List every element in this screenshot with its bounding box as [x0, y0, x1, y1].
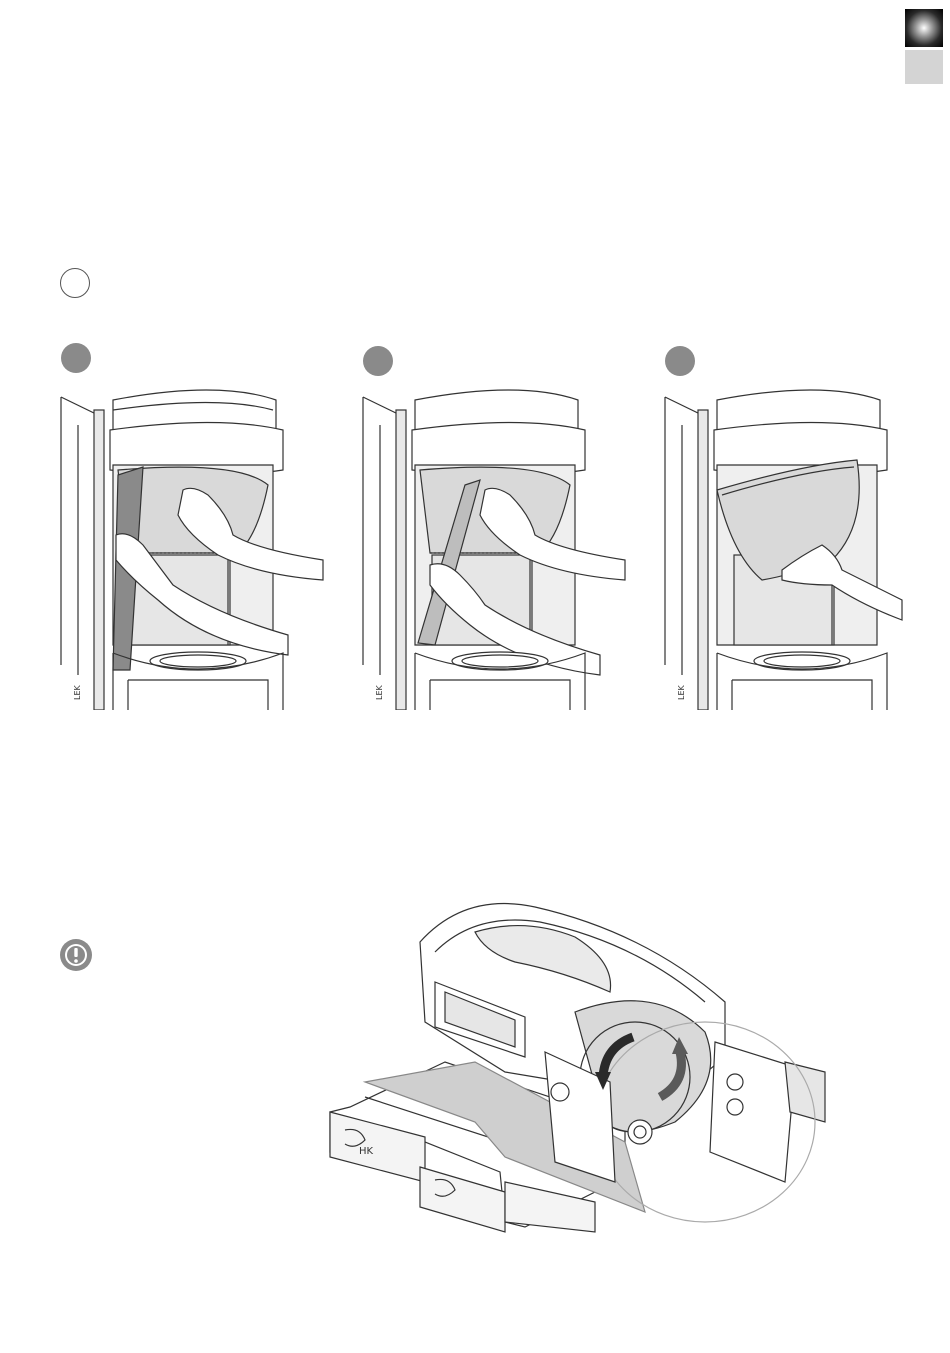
lek-stamp: LEK [73, 684, 82, 700]
exclamation-icon [59, 938, 93, 972]
lek-stamp: LEK [375, 684, 384, 700]
panel-step-1: LEK [58, 385, 333, 710]
pallet-marking: HK [359, 1146, 374, 1157]
panel-step-2: LEK [360, 385, 635, 710]
stove-on-pallet-illustration: HK [325, 882, 835, 1234]
light-language-tab [905, 50, 943, 84]
circle-filled-icon [665, 346, 695, 376]
lek-stamp: LEK [677, 684, 686, 700]
dark-language-tab [905, 9, 943, 47]
circle-filled-icon [61, 343, 91, 373]
panel-step-3: LEK [662, 385, 937, 710]
circle-filled-icon [363, 346, 393, 376]
circle-outline-icon [60, 268, 90, 298]
